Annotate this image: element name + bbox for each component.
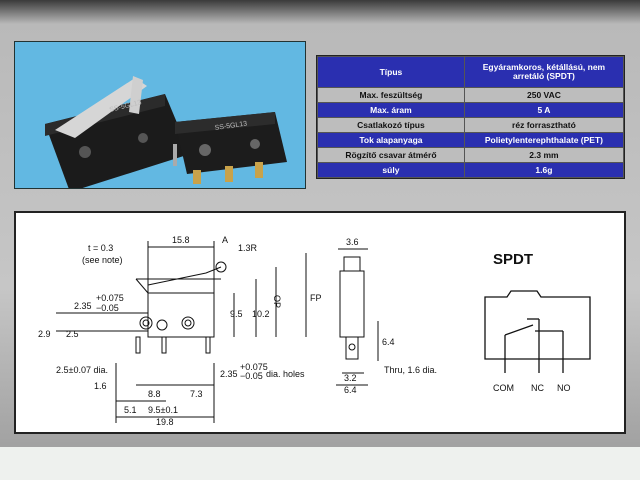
schematic-title: SPDT [493,251,534,268]
dim-thru: Thru, 1.6 dia. [384,365,437,375]
spec-key: Max. áram [317,102,465,118]
dim-6-4a: 6.4 [382,337,395,347]
dim-19-8: 19.8 [156,417,174,427]
dim-15-8: 15.8 [172,235,190,245]
spec-value: 250 VAC [463,87,625,103]
dim-1-3r: 1.3R [238,243,258,253]
spec-value: réz forrasztható [463,117,625,133]
dim-3-6: 3.6 [346,237,359,247]
dim-tol1-sup: +0.075 [96,293,124,303]
spec-key: Csatlakozó típus [317,117,465,133]
spec-key: súly [317,162,465,178]
dim-holes-sub: −0.05 [240,371,263,381]
spec-key: Tok alapanyaga [317,132,465,148]
spec-row-type: Típus Egyáramkoros, kétállású, nem arret… [317,56,625,88]
spec-value: 1.6g [463,162,625,178]
product-photo: SS-5GL13 SS-5GL13 [14,41,306,189]
spec-row-voltage: Max. feszültség 250 VAC [317,87,625,103]
dim-dia: 2.5±0.07 dia. [56,365,108,375]
dim-5-1: 5.1 [124,405,137,415]
spec-table: Típus Egyáramkoros, kétállású, nem arret… [316,55,625,179]
spec-value: Polietylenterephthalate (PET) [463,132,625,148]
spec-value: 2.3 mm [463,147,625,163]
dim-7-3: 7.3 [190,389,203,399]
dim-a: A [222,235,228,245]
dim-9-5: 9.5 [230,309,243,319]
dim-holes: 2.35 [220,369,238,379]
dim-2-9: 2.9 [38,329,51,339]
spec-row-connector: Csatlakozó típus réz forrasztható [317,117,625,133]
dimension-drawing: t = 0.3 (see note) 15.8 A 1.3R 2.35 +0.0… [38,235,437,427]
bottom-strip [0,447,640,480]
spec-row-weight: súly 1.6g [317,162,625,178]
photo-label-2: SS-5GL13 [214,120,247,131]
dim-op: OP [272,295,282,308]
spdt-schematic: SPDT COM NC NO [471,235,604,399]
spec-key: Rögzítő csavar átmérő [317,147,465,163]
spec-row-screw: Rögzítő csavar átmérő 2.3 mm [317,147,625,163]
dim-tol1: 2.35 [74,301,92,311]
terminal-nc: NC [531,383,544,393]
spec-key: Típus [317,56,465,88]
spec-key: Max. feszültség [317,87,465,103]
dim-see-note: (see note) [82,255,123,265]
dim-fp: FP [310,293,322,303]
dim-9-5b: 9.5±0.1 [148,405,178,415]
spec-row-current: Max. áram 5 A [317,102,625,118]
switch-photo-illustration: SS-5GL13 SS-5GL13 [45,76,287,188]
spec-row-material: Tok alapanyaga Polietylenterephthalate (… [317,132,625,148]
dim-t: t = 0.3 [88,243,113,253]
technical-drawing: t = 0.3 (see note) 15.8 A 1.3R 2.35 +0.0… [14,211,626,434]
dim-3-2: 3.2 [344,373,357,383]
switch-body-outline [147,292,215,338]
dim-tol1-sub: −0.05 [96,303,119,313]
dim-6-4b: 6.4 [344,385,357,395]
spec-value: Egyáramkoros, kétállású, nem arretáló (S… [463,56,625,88]
terminal-no: NO [557,383,571,393]
front-view-outline [339,270,365,338]
spec-value: 5 A [463,102,625,118]
dim-2-5: 2.5 [66,329,79,339]
dim-holes-label: dia. holes [266,369,305,379]
terminal-com: COM [493,383,514,393]
dim-8-8: 8.8 [148,389,161,399]
spdt-symbol [484,290,591,373]
dim-holes-sup: +0.075 [240,362,268,372]
dim-10-2: 10.2 [252,309,270,319]
dim-1-6: 1.6 [94,381,107,391]
